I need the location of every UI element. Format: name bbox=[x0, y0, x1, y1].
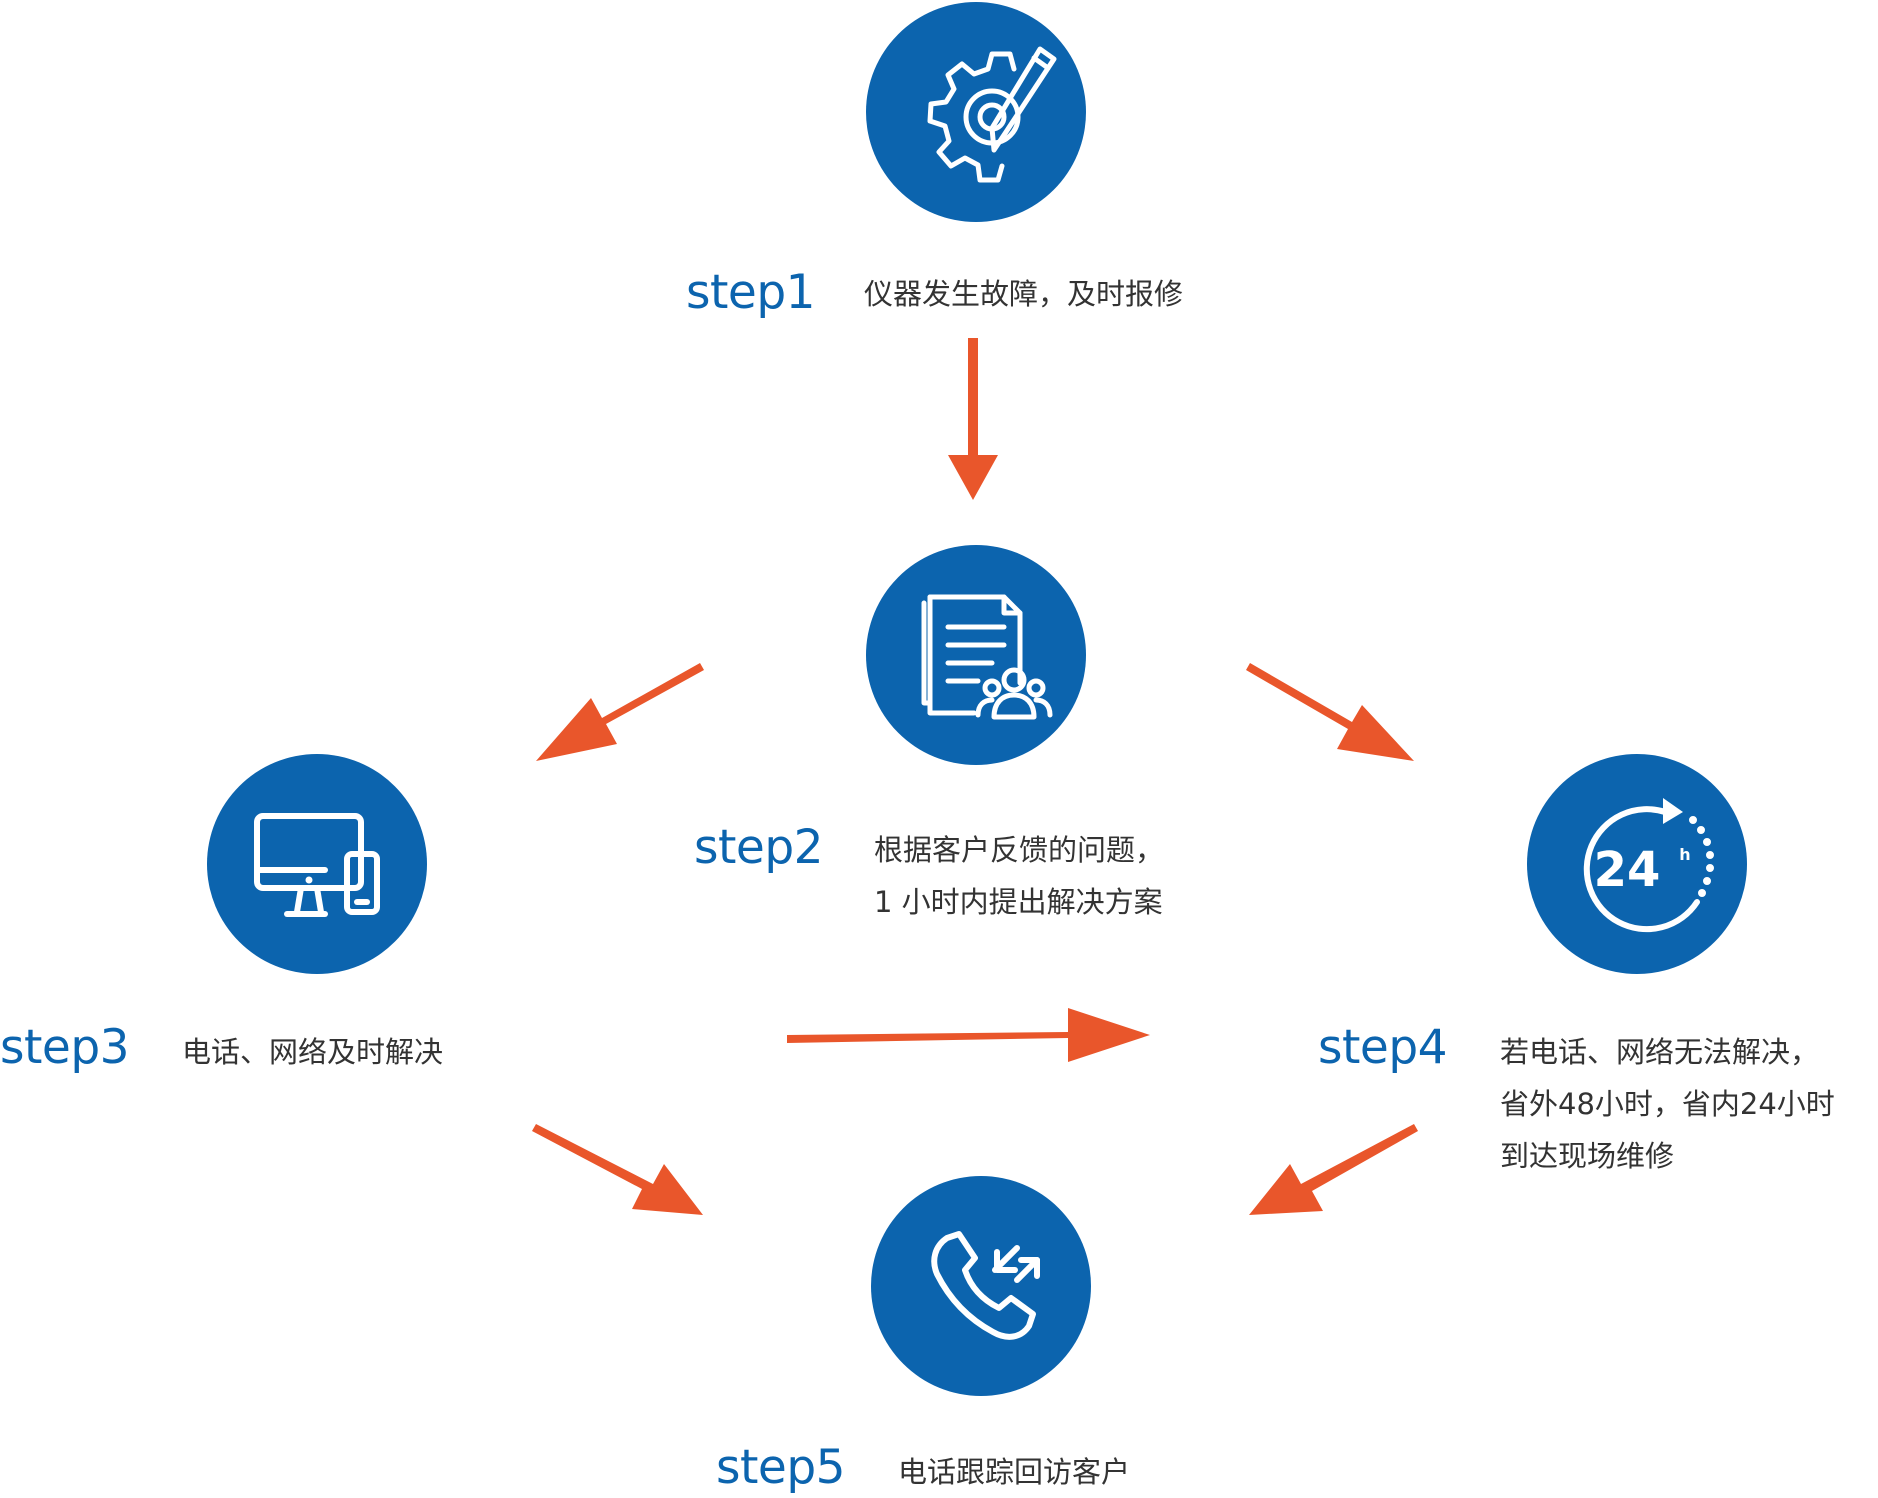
step3-description-line: 电话、网络及时解决 bbox=[182, 1035, 444, 1069]
step4-label: step4 bbox=[1318, 1020, 1448, 1075]
step1-label: step1 bbox=[686, 265, 816, 320]
phone-call-icon bbox=[931, 1231, 1040, 1340]
step3-description: 电话、网络及时解决 bbox=[182, 1026, 443, 1078]
step2-description: 根据客户反馈的问题， 1 小时内提出解决方案 bbox=[874, 824, 1164, 928]
arrow-step1-to-step2 bbox=[948, 338, 998, 500]
step4-description-line: 若电话、网络无法解决， bbox=[1500, 1035, 1820, 1069]
step4-description-line: 省外48小时，省内24小时 bbox=[1500, 1087, 1835, 1121]
step2-label: step2 bbox=[694, 820, 824, 875]
step3-circle bbox=[207, 754, 427, 974]
arrow-step4-to-step5 bbox=[1249, 1124, 1418, 1215]
24-hours-number: 24 bbox=[1594, 842, 1661, 898]
arrow-step3-to-step4 bbox=[787, 1008, 1150, 1062]
step5-label: step5 bbox=[716, 1440, 846, 1495]
documents-users-icon bbox=[921, 594, 1053, 720]
step4-description-line: 到达现场维修 bbox=[1500, 1139, 1675, 1173]
step4-circle: 24 h bbox=[1527, 754, 1747, 974]
step1-circle bbox=[866, 2, 1086, 222]
step5-description-line: 电话跟踪回访客户 bbox=[898, 1455, 1131, 1489]
step1-description-line: 仪器发生故障，及时报修 bbox=[864, 277, 1184, 311]
arrow-step2-to-step4 bbox=[1246, 663, 1414, 761]
step5-circle bbox=[871, 1176, 1091, 1396]
24-hours-unit: h bbox=[1679, 845, 1690, 864]
step2-circle bbox=[866, 545, 1086, 765]
step1-description: 仪器发生故障，及时报修 bbox=[864, 268, 1183, 320]
step4-description: 若电话、网络无法解决， 省外48小时，省内24小时 到达现场维修 bbox=[1500, 1026, 1835, 1182]
monitor-phone-icon bbox=[254, 813, 380, 917]
step2-description-line: 根据客户反馈的问题， bbox=[874, 833, 1165, 867]
step3-label: step3 bbox=[0, 1020, 130, 1075]
gear-pencil-icon bbox=[927, 46, 1057, 183]
step2-description-line: 1 小时内提出解决方案 bbox=[874, 885, 1163, 919]
arrow-step2-to-step3 bbox=[536, 663, 704, 761]
24-hours-icon: 24 h bbox=[1583, 798, 1714, 933]
arrow-step3-to-step5 bbox=[532, 1124, 703, 1215]
step5-description: 电话跟踪回访客户 bbox=[898, 1446, 1130, 1498]
